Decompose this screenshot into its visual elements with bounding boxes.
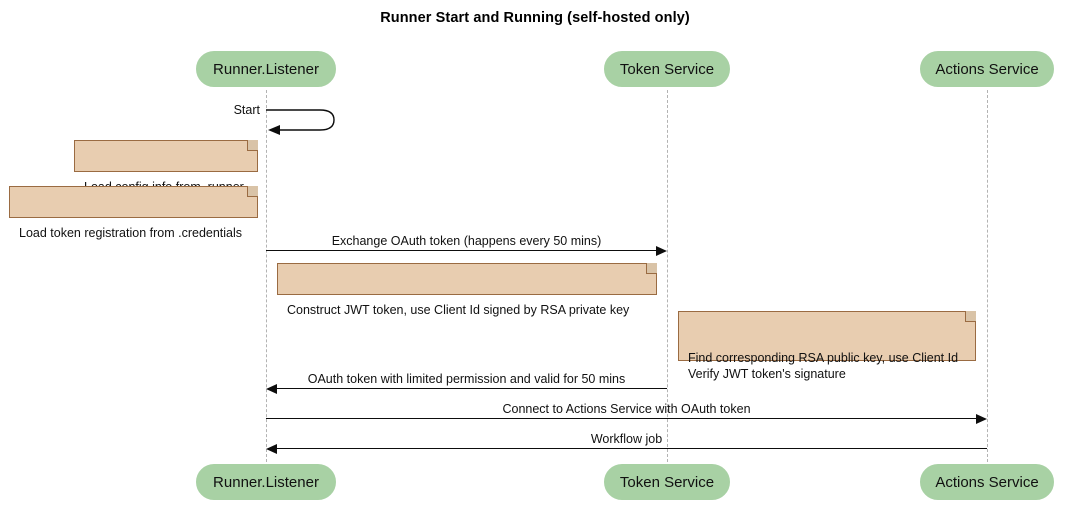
message-label-start: Start: [233, 103, 260, 117]
participant-token-bottom[interactable]: Token Service: [604, 464, 730, 500]
message-arrowhead-oauth-return: [266, 383, 277, 394]
diagram-title: Runner Start and Running (self-hosted on…: [380, 10, 690, 26]
message-label-oauth-return: OAuth token with limited permission and …: [307, 372, 626, 386]
note-text: Construct JWT token, use Client Id signe…: [287, 303, 630, 317]
message-arrowhead-connect-actions: [976, 413, 987, 424]
note-load-token-registration: Load token registration from .credential…: [9, 186, 258, 240]
message-label-exchange-oauth: Exchange OAuth token (happens every 50 m…: [331, 234, 602, 248]
message-label-workflow-job: Workflow job: [590, 432, 663, 446]
message-line-connect-actions: [266, 418, 976, 419]
participant-actions-top[interactable]: Actions Service: [920, 51, 1054, 87]
note-text: Load token registration from .credential…: [19, 226, 243, 240]
note-fold-icon: [646, 263, 657, 274]
participant-runner-top[interactable]: Runner.Listener: [196, 51, 336, 87]
note-load-config: Load config info from .runner: [74, 140, 258, 194]
lifeline-token: [667, 90, 668, 462]
participant-token-top[interactable]: Token Service: [604, 51, 730, 87]
lifeline-actions: [987, 90, 988, 462]
message-line-exchange-oauth: [266, 250, 656, 251]
participant-label: Token Service: [619, 60, 715, 78]
participant-label: Runner.Listener: [213, 60, 319, 78]
note-fold-icon: [247, 140, 258, 151]
participant-label: Token Service: [619, 473, 715, 491]
message-arrowhead-workflow-job: [266, 443, 277, 454]
self-message-start: [266, 104, 356, 140]
note-construct-jwt: Construct JWT token, use Client Id signe…: [277, 263, 657, 317]
participant-runner-bottom[interactable]: Runner.Listener: [196, 464, 336, 500]
note-text: Find corresponding RSA public key, use C…: [688, 351, 959, 381]
note-fold-icon: [965, 311, 976, 322]
message-label-connect-actions: Connect to Actions Service with OAuth to…: [502, 402, 751, 416]
note-verify-jwt: Find corresponding RSA public key, use C…: [678, 311, 976, 381]
participant-label: Runner.Listener: [213, 473, 319, 491]
message-line-workflow-job: [277, 448, 987, 449]
lifeline-runner: [266, 90, 267, 462]
participant-actions-bottom[interactable]: Actions Service: [920, 464, 1054, 500]
message-line-oauth-return: [277, 388, 667, 389]
note-fold-icon: [247, 186, 258, 197]
participant-label: Actions Service: [935, 473, 1039, 491]
participant-label: Actions Service: [935, 60, 1039, 78]
message-arrowhead-exchange-oauth: [656, 245, 667, 256]
